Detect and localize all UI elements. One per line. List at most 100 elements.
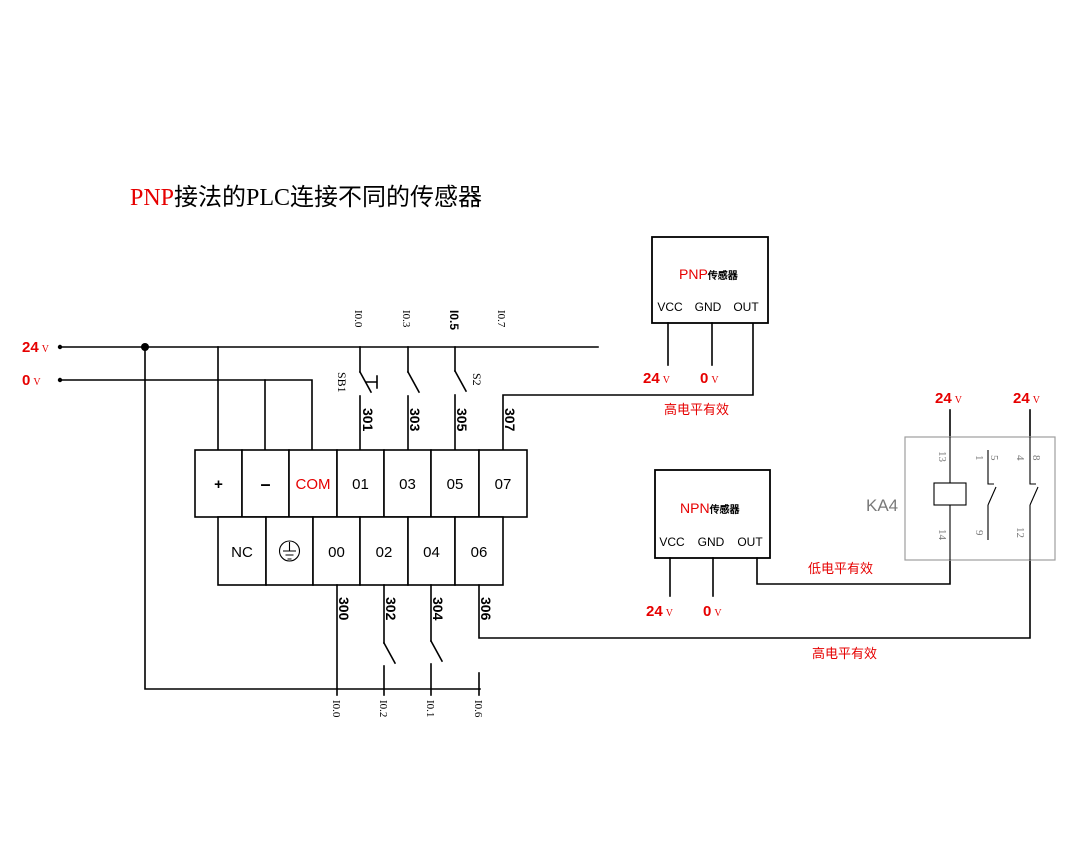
plc-terminal-block: + – COM 01 03 05 07 NC 00 02 04 06 — [194, 449, 528, 586]
relay-terminal-8: 8 — [1030, 455, 1042, 461]
pnp-supply-0v-unit: V — [711, 375, 719, 386]
rail-24v-value: 24 — [22, 339, 39, 356]
npn-supply-0v-unit: V — [714, 608, 722, 619]
relay-terminal-1: 1 — [973, 455, 985, 461]
common-return-wire — [144, 346, 481, 690]
relay-supply-2-unit: V — [1033, 395, 1041, 406]
wire-number-304: 304 — [430, 597, 446, 621]
relay-contact-b-upper — [1029, 437, 1036, 485]
top-address-2: I0.3 — [400, 310, 412, 328]
pnp-pin-gnd: GND — [695, 300, 722, 314]
terminal-cell — [383, 449, 432, 518]
terminal-cell — [478, 449, 528, 518]
pnp-supply-24v-unit: V — [663, 375, 671, 386]
relay-terminal-12: 12 — [1014, 527, 1026, 538]
top-input-addresses: I0.0 I0.3 I0.5 I0.7 — [352, 310, 507, 330]
terminal-bottom-row: NC 00 02 04 06 — [217, 516, 504, 586]
wire-number-301: 301 — [360, 408, 376, 432]
sb1-label: SB1 — [335, 372, 349, 393]
switch-302 — [382, 584, 397, 696]
relay-contact-b-blade — [1029, 486, 1039, 506]
terminal-label-com: COM — [296, 476, 331, 493]
terminal-label-07: 07 — [495, 476, 512, 493]
npn-sensor-type: NPN — [680, 500, 710, 516]
bottom-input-wiring — [336, 559, 1031, 696]
wire-07-to-pnp-out — [502, 322, 754, 451]
npn-out-to-relay — [756, 557, 951, 585]
terminal-cell — [454, 516, 504, 586]
terminal-label-04: 04 — [423, 544, 440, 561]
switch-303-blade — [406, 370, 421, 394]
npn-note: 低电平有效 — [808, 561, 873, 576]
wire-number-302: 302 — [383, 597, 399, 621]
terminal-cell — [407, 516, 456, 586]
rail-24v-unit: V — [42, 344, 50, 355]
terminal-label-nc: NC — [231, 544, 253, 561]
bottom-address-3: I0.1 — [424, 700, 436, 717]
terminal-cell — [194, 449, 243, 518]
relay-terminal-13: 13 — [936, 451, 948, 463]
switch-302-blade — [382, 641, 397, 665]
terminal-cell — [217, 516, 267, 586]
top-address-4: I0.7 — [495, 310, 507, 328]
relay-contact-a-blade — [987, 486, 997, 506]
terminal-label-03: 03 — [399, 476, 416, 493]
terminal-cell — [265, 516, 314, 586]
terminal-label-06: 06 — [471, 544, 488, 561]
relay-terminal-14: 14 — [936, 529, 948, 541]
npn-sensor-title: NPN传感器 — [680, 500, 741, 516]
pnp-sensor-box — [651, 236, 769, 324]
pnp-sensor-title: PNP传感器 — [679, 266, 739, 282]
bottom-address-1: I0.0 — [330, 700, 342, 718]
npn-supply-0v-value: 0 — [703, 603, 711, 620]
top-wire-numbers: 301 303 305 307 — [360, 408, 518, 432]
npn-sensor-name: 传感器 — [709, 503, 741, 516]
terminal-label-02: 02 — [376, 544, 393, 561]
relay-terminal-4: 4 — [1014, 455, 1026, 461]
title-highlight: PNP — [130, 185, 174, 211]
wire-number-306: 306 — [478, 597, 494, 621]
earth-ground-icon — [278, 540, 301, 562]
switch-303 — [406, 346, 421, 451]
wire-number-307: 307 — [502, 408, 518, 432]
pushbutton-actuator-icon — [365, 375, 378, 389]
switch-304-blade — [429, 639, 444, 663]
terminal-label-plus: + — [214, 476, 223, 493]
relay-terminal-5: 5 — [988, 455, 1000, 461]
npn-pin-out: OUT — [737, 535, 763, 549]
relay-supply-2-value: 24 — [1013, 390, 1030, 407]
rail-0v-wire — [59, 379, 313, 451]
top-address-3: I0.5 — [447, 310, 461, 330]
pnp-note: 高电平有效 — [664, 402, 729, 417]
relay-supply-1-unit: V — [955, 395, 963, 406]
pnp-pin-vcc: VCC — [657, 300, 683, 314]
wire-306-to-relay — [478, 559, 1031, 639]
relay-label: KA4 — [866, 496, 898, 515]
relay-note: 高电平有效 — [812, 646, 877, 661]
relay-terminal-9: 9 — [973, 530, 985, 536]
npn-pin-vcc: VCC — [659, 535, 685, 549]
terminal-cell — [359, 516, 409, 586]
pushbutton-sb1: SB1 — [335, 346, 378, 451]
wire-number-305: 305 — [454, 408, 470, 432]
ground-icon-ring — [278, 540, 301, 562]
s2-blade — [453, 369, 468, 393]
relay-contact-a-upper — [987, 450, 994, 485]
top-address-1: I0.0 — [352, 310, 364, 328]
npn-sensor-box — [654, 469, 771, 559]
rail-0v-value: 0 — [22, 372, 30, 389]
pnp-supply-0v-value: 0 — [700, 370, 708, 387]
switch-304 — [429, 584, 444, 696]
pnp-pin-out: OUT — [733, 300, 759, 314]
terminal-label-05: 05 — [447, 476, 464, 493]
pnp-sensor-type: PNP — [679, 266, 708, 282]
